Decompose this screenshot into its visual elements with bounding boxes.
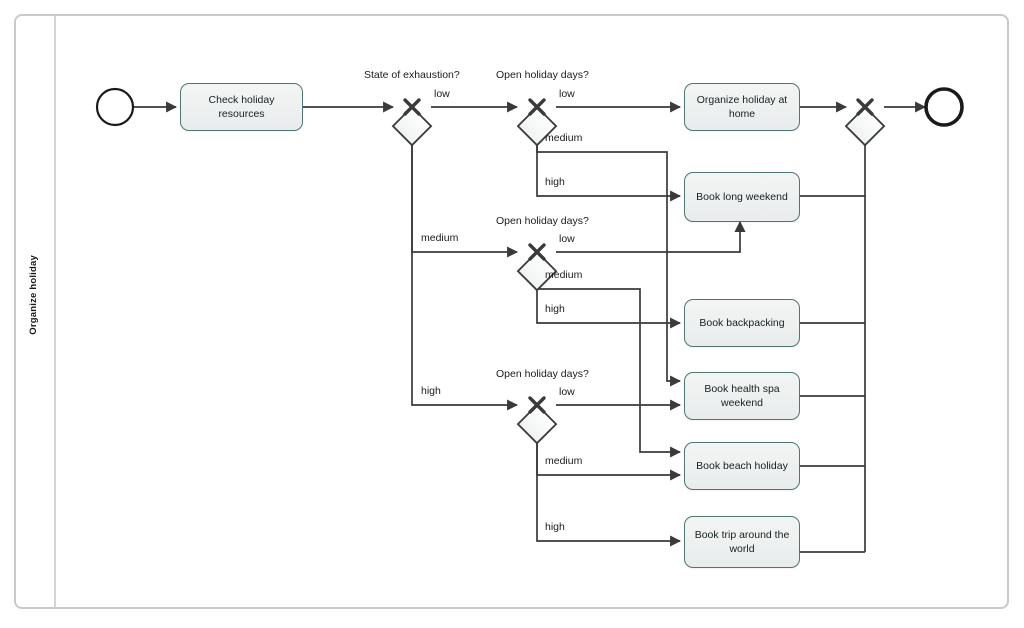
flow-days2-low <box>556 220 746 253</box>
task-check-holiday-resources[interactable]: Check holiday resources <box>180 83 303 131</box>
exclusive-x-icon <box>528 98 546 116</box>
flow-label-days2-medium: medium <box>545 269 583 281</box>
flow-label-days2-high: high <box>545 303 565 315</box>
task-book-beach-holiday[interactable]: Book beach holiday <box>684 442 800 490</box>
lane-label: Organize holiday <box>28 255 39 335</box>
task-book-trip-around-the-world[interactable]: Book trip around the world <box>684 516 800 568</box>
exclusive-x-icon <box>856 98 874 116</box>
gateway-diamond <box>391 105 433 147</box>
gateway-diamond <box>516 105 558 147</box>
exclusive-x-icon <box>403 98 421 116</box>
exclusive-x-icon <box>528 243 546 261</box>
flow-days1-high <box>536 126 682 202</box>
flow-label-days3-low: low <box>559 386 575 398</box>
pool-container <box>14 14 1009 609</box>
gateway-diamond <box>516 250 558 292</box>
flow-days3-high <box>536 424 682 547</box>
task-book-backpacking[interactable]: Book backpacking <box>684 299 800 347</box>
gateway-label-open-holiday-days-3: Open holiday days? <box>496 368 589 380</box>
flow-label-days3-high: high <box>545 521 565 533</box>
gateway-open-holiday-days-3[interactable] <box>516 396 558 445</box>
task-book-health-spa-weekend[interactable]: Book health spa weekend <box>684 372 800 420</box>
flow-label-days2-low: low <box>559 233 575 245</box>
gateway-label-state-of-exhaustion: State of exhaustion? <box>364 69 460 81</box>
gateway-merge[interactable] <box>844 98 886 147</box>
flow-label-exhaustion-low: low <box>434 88 450 100</box>
pool-border <box>14 14 1009 609</box>
gateway-open-holiday-days-2[interactable] <box>516 243 558 292</box>
flow-label-days1-high: high <box>545 176 565 188</box>
flow-exhaustion-high <box>411 126 519 411</box>
gateway-label-open-holiday-days-1: Open holiday days? <box>496 69 589 81</box>
task-book-long-weekend[interactable]: Book long weekend <box>684 172 800 222</box>
end-event[interactable] <box>924 87 964 127</box>
gateway-open-holiday-days-1[interactable] <box>516 98 558 147</box>
gateway-diamond <box>844 105 886 147</box>
flow-label-days1-low: low <box>559 88 575 100</box>
task-organize-holiday-at-home[interactable]: Organize holiday at home <box>684 83 800 131</box>
flow-label-exhaustion-medium: medium <box>421 232 459 244</box>
gateways-group <box>391 98 886 445</box>
gateway-label-open-holiday-days-2: Open holiday days? <box>496 215 589 227</box>
gateway-diamond <box>516 403 558 445</box>
exclusive-x-icon <box>528 396 546 414</box>
start-event[interactable] <box>95 87 135 127</box>
flow-label-days3-medium: medium <box>545 455 583 467</box>
flow-label-days1-medium: medium <box>545 132 583 144</box>
gateway-state-of-exhaustion[interactable] <box>391 98 433 147</box>
flow-label-exhaustion-high: high <box>421 385 441 397</box>
